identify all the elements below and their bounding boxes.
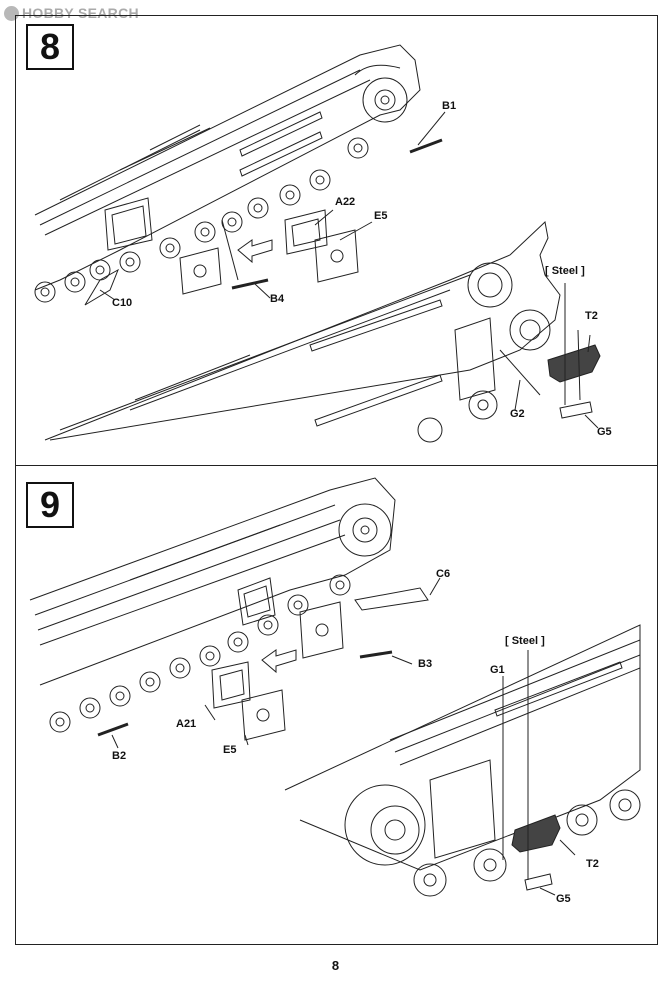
step-9-hull-lower: [284, 624, 641, 897]
label-a22: A22: [335, 196, 356, 208]
label-t2: T2: [586, 858, 599, 870]
label-e5: E5: [223, 744, 237, 756]
page-number: 8: [331, 958, 340, 973]
label-g2: G2: [510, 408, 525, 420]
step-9-hull-upper: [29, 477, 429, 733]
label-c10: C10: [112, 297, 133, 309]
label-g5: G5: [556, 893, 571, 905]
label-g5: G5: [597, 426, 612, 438]
label-b4: B4: [270, 293, 285, 305]
step-8-number-box: 8: [26, 24, 74, 70]
step-9-number-box: 9: [26, 482, 74, 528]
step-8-hull-upper: [34, 44, 421, 306]
label-g1: G1: [490, 664, 505, 676]
step-9-parts-a21-e5: [211, 601, 344, 741]
label-steel: [ Steel ]: [545, 265, 585, 277]
watermark-logo: HOBBY SEARCH: [2, 4, 172, 24]
label-b1: B1: [442, 100, 457, 112]
page-frame: [15, 15, 658, 945]
label-t2: T2: [585, 310, 598, 322]
step-9-upper-wheels: [49, 574, 351, 733]
label-b2: B2: [112, 750, 127, 762]
watermark-text: HOBBY SEARCH: [22, 5, 139, 21]
step-8-parts-a22-e5: [179, 209, 359, 295]
step-divider: [15, 465, 658, 466]
label-a21: A21: [176, 718, 197, 730]
label-steel: [ Steel ]: [505, 635, 545, 647]
label-e5: E5: [374, 210, 388, 222]
label-b3: B3: [418, 658, 433, 670]
label-c6: C6: [436, 568, 451, 580]
step-8-hull-lower: [44, 221, 601, 443]
